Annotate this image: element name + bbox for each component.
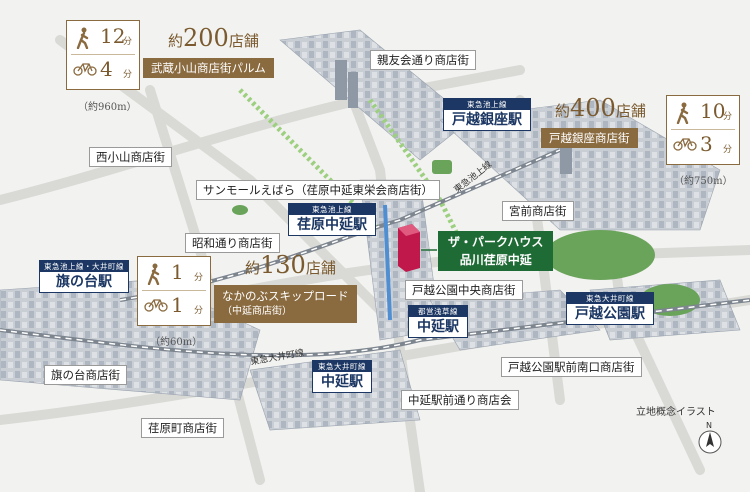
station-name: 中延駅 [417,319,459,335]
bike-minutes: 3 [700,132,713,156]
shop-name: なかのぶスキップロード [222,289,349,303]
station-line: 東急大井町線 [313,361,371,372]
compass: N [697,421,723,459]
station-line: 都営浅草線 [409,306,467,317]
street-label-nishikoyama: 西小山商店街 [89,147,172,167]
station-togoshiginza: 東急池上線 戸越銀座駅 [443,98,531,131]
bicycle-icon [73,63,97,76]
distance-musashikoyama: （約960m） [78,102,137,113]
street-label-shinyukai: 親友会通り商店街 [370,50,476,70]
bicycle-icon [144,299,168,312]
divider [671,129,735,130]
distance-skiproad: （約60m） [150,337,203,348]
divider [71,54,135,55]
station-nakanobu-asakusa: 都営浅草線 中延駅 [408,305,468,338]
station-name: 戸越銀座駅 [452,112,522,128]
bike-minutes: 4 [100,57,113,81]
compass-north-label: N [706,421,712,430]
walk-icon [76,27,89,49]
skip-road-arcade [383,204,392,321]
walk-minutes: 10 [700,99,726,123]
bike-minutes: 1 [171,293,184,317]
station-line: 東急池上線 [444,99,530,110]
tower-buildings [335,60,572,174]
street-label-togoshikoenchuo: 戸越公園中央商店街 [405,280,523,300]
walk-minutes: 12 [100,24,126,48]
property-label: ザ・パークハウス 品川荏原中延 [438,231,554,271]
time-unit: 分 [123,37,133,47]
shop-subname: （中延商店街） [222,306,292,317]
shop-name-skiproad: なかのぶスキップロード （中延商店街） [214,285,357,323]
street-label-hatanodai: 旗の台商店街 [44,365,127,385]
shop-name-togoshiginza: 戸越銀座商店街 [541,128,638,148]
distance-togoshiginza: （約750m） [674,176,733,187]
walk-minutes: 1 [171,260,184,284]
time-unit: 分 [194,306,204,316]
property-building [398,224,437,272]
time-unit: 分 [194,273,204,283]
station-togoshikoen: 東急大井町線 戸越公園駅 [566,292,654,325]
shop-count-togoshiginza: 約400店舗 [555,94,646,122]
shop-count-musashikoyama: 約200店舗 [168,24,259,52]
street-label-miyamae: 宮前商店街 [502,201,574,221]
station-line: 東急池上線 [289,204,375,215]
property-name-line1: ザ・パークハウス [448,235,544,249]
station-line: 東急池上線・大井町線 [40,261,128,272]
street-label-togoshikoen-south: 戸越公園駅前南口商店街 [501,357,642,377]
station-ebaranakanobu: 東急池上線 荏原中延駅 [288,203,376,236]
railway-oimachi [0,298,750,358]
property-name-line2: 品川荏原中延 [459,253,532,267]
station-name: 荏原中延駅 [297,217,367,233]
station-nakanobu-oimachi: 東急大井町線 中延駅 [312,360,372,393]
street-label-ebaramachi: 荏原町商店街 [141,418,224,438]
station-hatanodai: 東急池上線・大井町線 旗の台駅 [39,260,129,293]
street-label-sunmall: サンモールえばら（荏原中延東栄会商店街） [196,180,440,200]
shop-name-musashikoyama: 武蔵小山商店街パルム [143,58,274,78]
divider [142,290,206,291]
shop-count-skiproad: 約130店舗 [245,251,336,279]
time-unit: 分 [123,70,133,80]
green-areas [232,160,700,316]
street-label-showa: 昭和通り商店街 [185,233,280,253]
time-unit: 分 [723,112,733,122]
time-unit: 分 [723,145,733,155]
walk-icon [676,102,689,124]
station-name: 中延駅 [321,374,363,390]
walk-icon [147,263,160,285]
bicycle-icon [673,138,697,151]
station-name: 旗の台駅 [56,274,112,290]
station-line: 東急大井町線 [567,293,653,304]
illustration-note: 立地概念イラスト [636,407,716,418]
street-label-nakanobumae: 中延駅前通り商店会 [401,390,519,410]
compass-icon [698,430,722,454]
station-name: 戸越公園駅 [575,306,645,322]
